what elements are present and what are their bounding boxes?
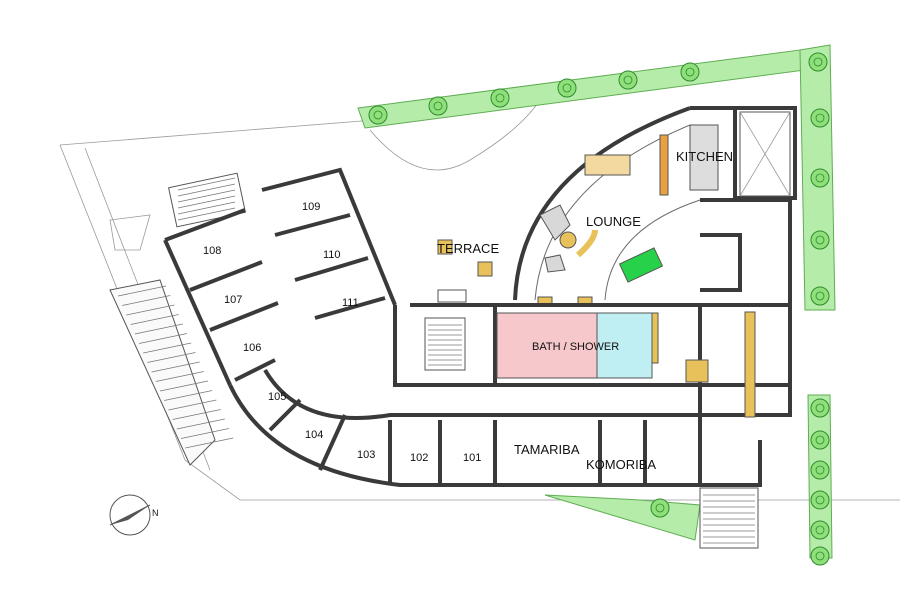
tree-icon (810, 546, 830, 566)
pool-table (618, 247, 664, 283)
tree-icon (810, 430, 830, 450)
tree-icon (810, 108, 830, 128)
tree-icon (368, 105, 388, 125)
room-107: 107 (224, 294, 242, 306)
tree-icon (810, 168, 830, 188)
room-110: 110 (323, 249, 341, 261)
tree-icon (810, 286, 830, 306)
lounge-furniture (537, 154, 664, 306)
kitchen-counter (659, 134, 669, 196)
shower-area (596, 312, 653, 379)
tree-icon (810, 230, 830, 250)
label-tamariba: TAMARIBA (514, 442, 580, 457)
kitchen-island (689, 124, 719, 191)
room-111: 111 (342, 297, 359, 309)
tree-icon (810, 460, 830, 480)
tree-icon (810, 490, 830, 510)
north-label: N (152, 508, 159, 518)
label-kitchen: KITCHEN (676, 149, 733, 164)
tree-icon (490, 88, 510, 108)
trees (368, 52, 830, 566)
front-entry (699, 487, 759, 549)
tree-icon (428, 96, 448, 116)
tree-icon (808, 52, 828, 72)
north-arrow: N (109, 494, 159, 536)
entry-stair (168, 172, 246, 228)
interior-stair (424, 317, 466, 371)
room-106: 106 (243, 342, 261, 354)
label-terrace: TERRACE (437, 241, 499, 256)
room-108: 108 (203, 245, 221, 257)
tree-icon (680, 62, 700, 82)
label-komoriba: KOMORIBA (586, 457, 656, 472)
room-104: 104 (305, 429, 323, 441)
guest-wing-walls (163, 167, 792, 487)
terrace-furniture (437, 239, 493, 303)
room-103: 103 (357, 449, 375, 461)
hedge-bottom (544, 494, 701, 541)
tree-icon (810, 398, 830, 418)
room-102: 102 (410, 452, 428, 464)
external-stair (109, 279, 234, 466)
room-101: 101 (463, 452, 481, 464)
label-lounge: LOUNGE (586, 214, 641, 229)
hedge-top (357, 49, 806, 129)
tree-icon (557, 78, 577, 98)
label-bath-shower: BATH / SHOWER (532, 341, 619, 353)
corridor-bench (744, 311, 756, 418)
room-105: 105 (268, 391, 286, 403)
lounge-walls (513, 106, 797, 305)
room-109: 109 (302, 201, 320, 213)
tree-icon (618, 70, 638, 90)
tree-icon (650, 498, 670, 518)
tree-icon (810, 520, 830, 540)
